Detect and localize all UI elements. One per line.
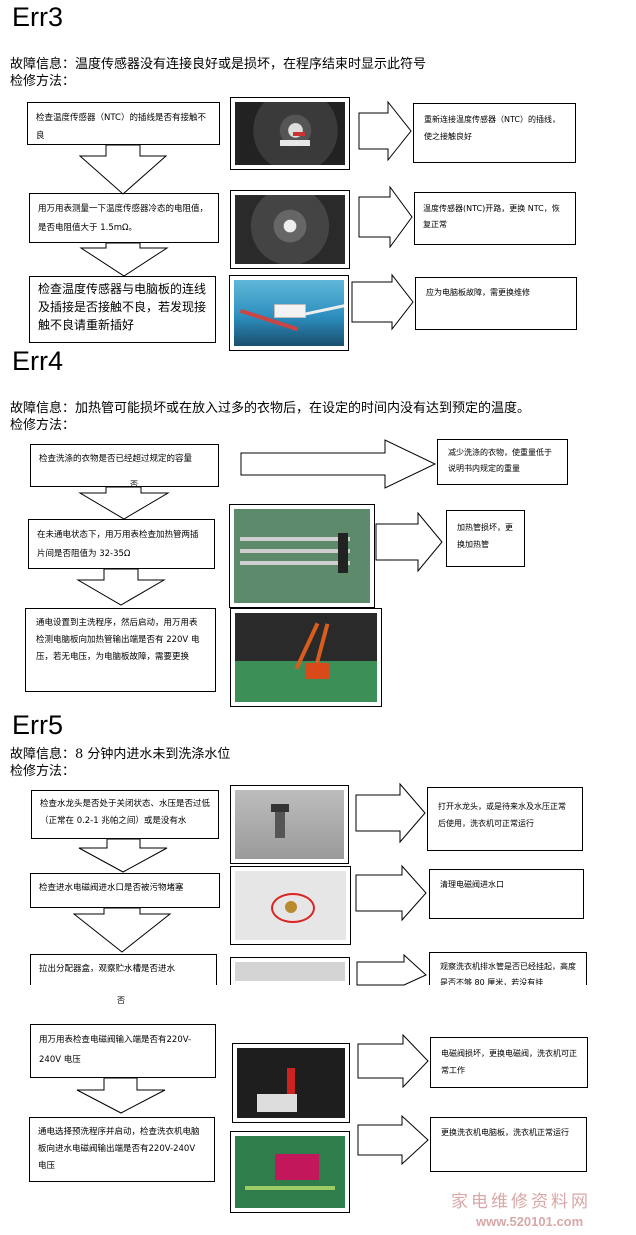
err3-arrow-down-1 [78,144,168,195]
watermark-url: www.520101.com [476,1214,584,1229]
err4-arrow-right-1 [240,439,437,489]
err5-step1-result-box: 打开水龙头，或是待来水及水压正常后使用，洗衣机可正常运行 [427,787,583,851]
err3-step2-result-box: 温度传感器(NTC)开路，更换 NTC，恢复正常 [414,192,576,245]
err5-step4-result-box: 电磁阀损坏，更换电磁阀，洗衣机可正常工作 [430,1037,588,1088]
err5-fault-info: 故障信息：8 分钟内进水未到洗涤水位 [10,747,231,762]
err4-step2-result-box: 加热管损坏，更换加热管 [446,510,525,567]
err3-title: Err3 [12,2,64,32]
err5-arrow-right-5 [357,1114,429,1166]
err5-method-label: 检修方法： [10,764,76,779]
err3-arrow-right-3 [351,273,414,331]
err5-arrow-right-2 [355,864,427,922]
err5-step3-box: 拉出分配器盒，观察贮水槽是否进水 [30,954,217,985]
err5-photo-faucet [230,785,349,864]
err3-method-label: 检修方法： [10,74,76,89]
err4-method-label: 检修方法： [10,418,76,433]
err4-step2-box: 在未通电状态下，用万用表检查加热管两插片间是否阻值为 32-35Ω [28,519,215,569]
err4-no1-label: 否 [130,480,138,489]
err5-photo-valve-inlet [230,866,351,945]
err5-step2-result-box: 清理电磁阀进水口 [429,869,584,919]
err5-step3-result-box: 观察洗衣机排水管是否已经挂起，高度是否不够 80 厘米，若没有挂 [429,952,587,985]
err3-fault-info: 故障信息：温度传感器没有连接良好或是损坏，在程序结束时显示此符号 [10,57,427,72]
err4-photo-heating-element [229,504,375,608]
err3-step1-result-box: 重新连接温度传感器（NTC）的插线，使之接触良好 [413,103,576,163]
err4-title: Err4 [12,346,64,376]
err4-step3-box: 通电设置到主洗程序，然后启动，用万用表检测电脑板向加热管输出端是否有 220V … [25,608,216,692]
err5-no3-label: 否 [117,996,125,1005]
err5-photo-solenoid-valve [232,1043,350,1123]
err5-arrow-down-1 [78,838,168,873]
err4-step1-result-box: 减少洗涤的衣物，使重量低于说明书内规定的重量 [437,439,568,485]
err5-arrow-down-4 [76,1077,166,1114]
err5-step4-box: 用万用表检查电磁阀输入端是否有220V-240V 电压 [30,1024,216,1078]
err5-arrow-right-3 [356,953,427,986]
err5-photo-pcb-output [230,1131,350,1213]
err5-arrow-right-4 [357,1033,429,1089]
err4-arrow-down-2 [76,568,166,606]
err5-arrow-down-2 [72,907,172,953]
err3-arrow-right-1 [358,100,412,162]
err3-step3-result-box: 应为电脑板故障，需更换维修 [415,277,577,330]
err3-arrow-right-2 [358,185,413,249]
err3-step3-box: 检查温度传感器与电脑板的连线及插接是否接触不良，若发现接触不良请重新插好 [29,276,216,343]
err5-arrow-right-1 [355,782,426,844]
err3-photo-ntc-wiring [229,275,349,351]
err3-photo-ntc-sensor [230,190,350,269]
watermark-site-name: 家电维修资料网 [451,1192,591,1212]
err5-title: Err5 [12,710,64,740]
err3-photo-ntc-plug [230,97,350,170]
err5-photo-dispenser [230,957,350,985]
err5-step2-box: 检查进水电磁阀进水口是否被污物堵塞 [30,873,220,908]
err4-arrow-right-2 [375,511,443,573]
err4-arrow-down-1 [78,486,170,520]
err3-arrow-down-2 [79,242,169,277]
err5-step5-result-box: 更换洗衣机电脑板，洗衣机正常运行 [430,1117,587,1172]
err5-step1-box: 检查水龙头是否处于关闭状态、水压是否过低（正常在 0.2-1 兆帕之间）或是没有… [31,790,219,839]
err4-photo-control-board [230,608,382,707]
err4-fault-info: 故障信息：加热管可能损坏或在放入过多的衣物后，在设定的时间内没有达到预定的温度。 [10,401,531,416]
err5-step5-box: 通电选择预洗程序并启动，检查洗衣机电脑板向进水电磁阀输出端是否有220V-240… [29,1117,215,1182]
